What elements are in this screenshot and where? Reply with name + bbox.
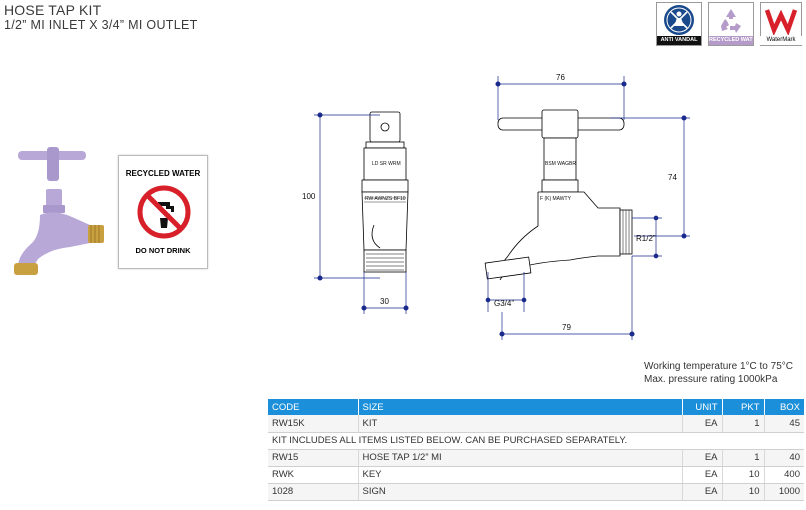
header-code: CODE — [268, 399, 359, 415]
tap-body — [18, 212, 90, 269]
cell-box: 1000 — [764, 483, 804, 501]
cell-size: KEY — [358, 466, 683, 484]
anti-vandal-icon — [664, 4, 694, 35]
dim-height-side: 74 — [668, 173, 677, 182]
cell-code: RWK — [268, 466, 359, 484]
page-title: HOSE TAP KIT — [4, 2, 102, 18]
cell-box: 45 — [764, 415, 804, 433]
front-stem-marking: LD SR WRM — [372, 161, 401, 167]
brass-outlet — [14, 263, 38, 275]
hose-tap-photo — [14, 147, 104, 275]
cell-unit: EA — [682, 449, 723, 467]
side-view — [484, 109, 633, 281]
dim-height: 100 — [302, 192, 316, 201]
cell-unit: EA — [682, 466, 723, 484]
product-table: CODE SIZE UNIT PKT BOX RW15K KIT EA 1 45… — [268, 399, 804, 501]
anti-vandal-badge: ANTI VANDAL — [656, 2, 702, 46]
table-row: 1028 SIGN EA 10 1000 — [268, 483, 804, 501]
cell-size: HOSE TAP 1/2” MI — [358, 449, 683, 467]
table-row: RW15 HOSE TAP 1/2” MI EA 1 40 — [268, 449, 804, 467]
cell-box: 400 — [764, 466, 804, 484]
kit-note: KIT INCLUDES ALL ITEMS LISTED BELOW. CAN… — [268, 432, 804, 450]
dim-inlet: R1/2” — [636, 234, 656, 243]
dimension-lines — [314, 76, 690, 340]
dim-width-handle: 76 — [556, 73, 565, 82]
front-body-marking: RW AWNZS BF10 — [365, 196, 406, 202]
sign-bottom-text: DO NOT DRINK — [135, 246, 191, 255]
side-stem-marking: BSM WAGBR — [545, 161, 576, 167]
recycled-water-caption: RECYCLED WATER — [709, 36, 753, 45]
dim-width-front: 30 — [380, 297, 389, 306]
side-body-marking: F (K) MAWTY — [540, 196, 572, 202]
cell-size: SIGN — [358, 483, 683, 501]
page-subtitle: 1/2” MI INLET X 3/4” MI OUTLET — [4, 18, 198, 32]
specifications: Working temperature 1°C to 75°C Max. pre… — [644, 360, 793, 386]
cell-unit: EA — [682, 415, 723, 433]
cell-code: 1028 — [268, 483, 359, 501]
header-unit: UNIT — [682, 399, 723, 415]
cell-code: RW15K — [268, 415, 359, 433]
watermark-badge: WaterMark — [759, 2, 803, 46]
watermark-caption: WaterMark — [759, 36, 803, 45]
key-stem — [47, 147, 59, 181]
table-header-row: CODE SIZE UNIT PKT BOX — [268, 399, 804, 415]
header-size: SIZE — [358, 399, 683, 415]
cell-code: RW15 — [268, 449, 359, 467]
table-row: RWK KEY EA 10 400 — [268, 466, 804, 484]
cell-pkt: 1 — [722, 449, 765, 467]
table-note-row: KIT INCLUDES ALL ITEMS LISTED BELOW. CAN… — [268, 432, 804, 450]
watermark-logo-icon — [764, 8, 798, 35]
table-row-kit: RW15K KIT EA 1 45 — [268, 415, 804, 433]
spec-working-temperature: Working temperature 1°C to 75°C — [644, 361, 793, 372]
recycled-water-badge: RECYCLED WATER — [708, 2, 754, 46]
cell-pkt: 1 — [722, 415, 765, 433]
cell-pkt: 10 — [722, 483, 765, 501]
front-view — [361, 111, 409, 273]
recycled-water-sign: RECYCLED WATER DO NOT DRINK — [118, 155, 208, 269]
no-drinking-icon — [137, 185, 191, 239]
spec-max-pressure: Max. pressure rating 1000kPa — [644, 374, 778, 385]
header-box: BOX — [764, 399, 804, 415]
technical-drawing: LD SR WRM RW AWNZS BF10 BSM WAGBR F (K) … — [302, 73, 690, 340]
sign-top-text: RECYCLED WATER — [125, 169, 201, 178]
cell-box: 40 — [764, 449, 804, 467]
header-pkt: PKT — [722, 399, 765, 415]
recycle-icon — [721, 8, 741, 33]
dim-length: 79 — [562, 323, 571, 332]
cell-size: KIT — [358, 415, 683, 433]
dim-outlet: G3/4” — [494, 299, 514, 308]
cell-unit: EA — [682, 483, 723, 501]
certification-badges: ANTI VANDAL RECYCLED WATER WaterMark — [656, 2, 803, 46]
cell-pkt: 10 — [722, 466, 765, 484]
anti-vandal-caption: ANTI VANDAL — [657, 36, 701, 45]
brass-inlet — [88, 225, 104, 243]
